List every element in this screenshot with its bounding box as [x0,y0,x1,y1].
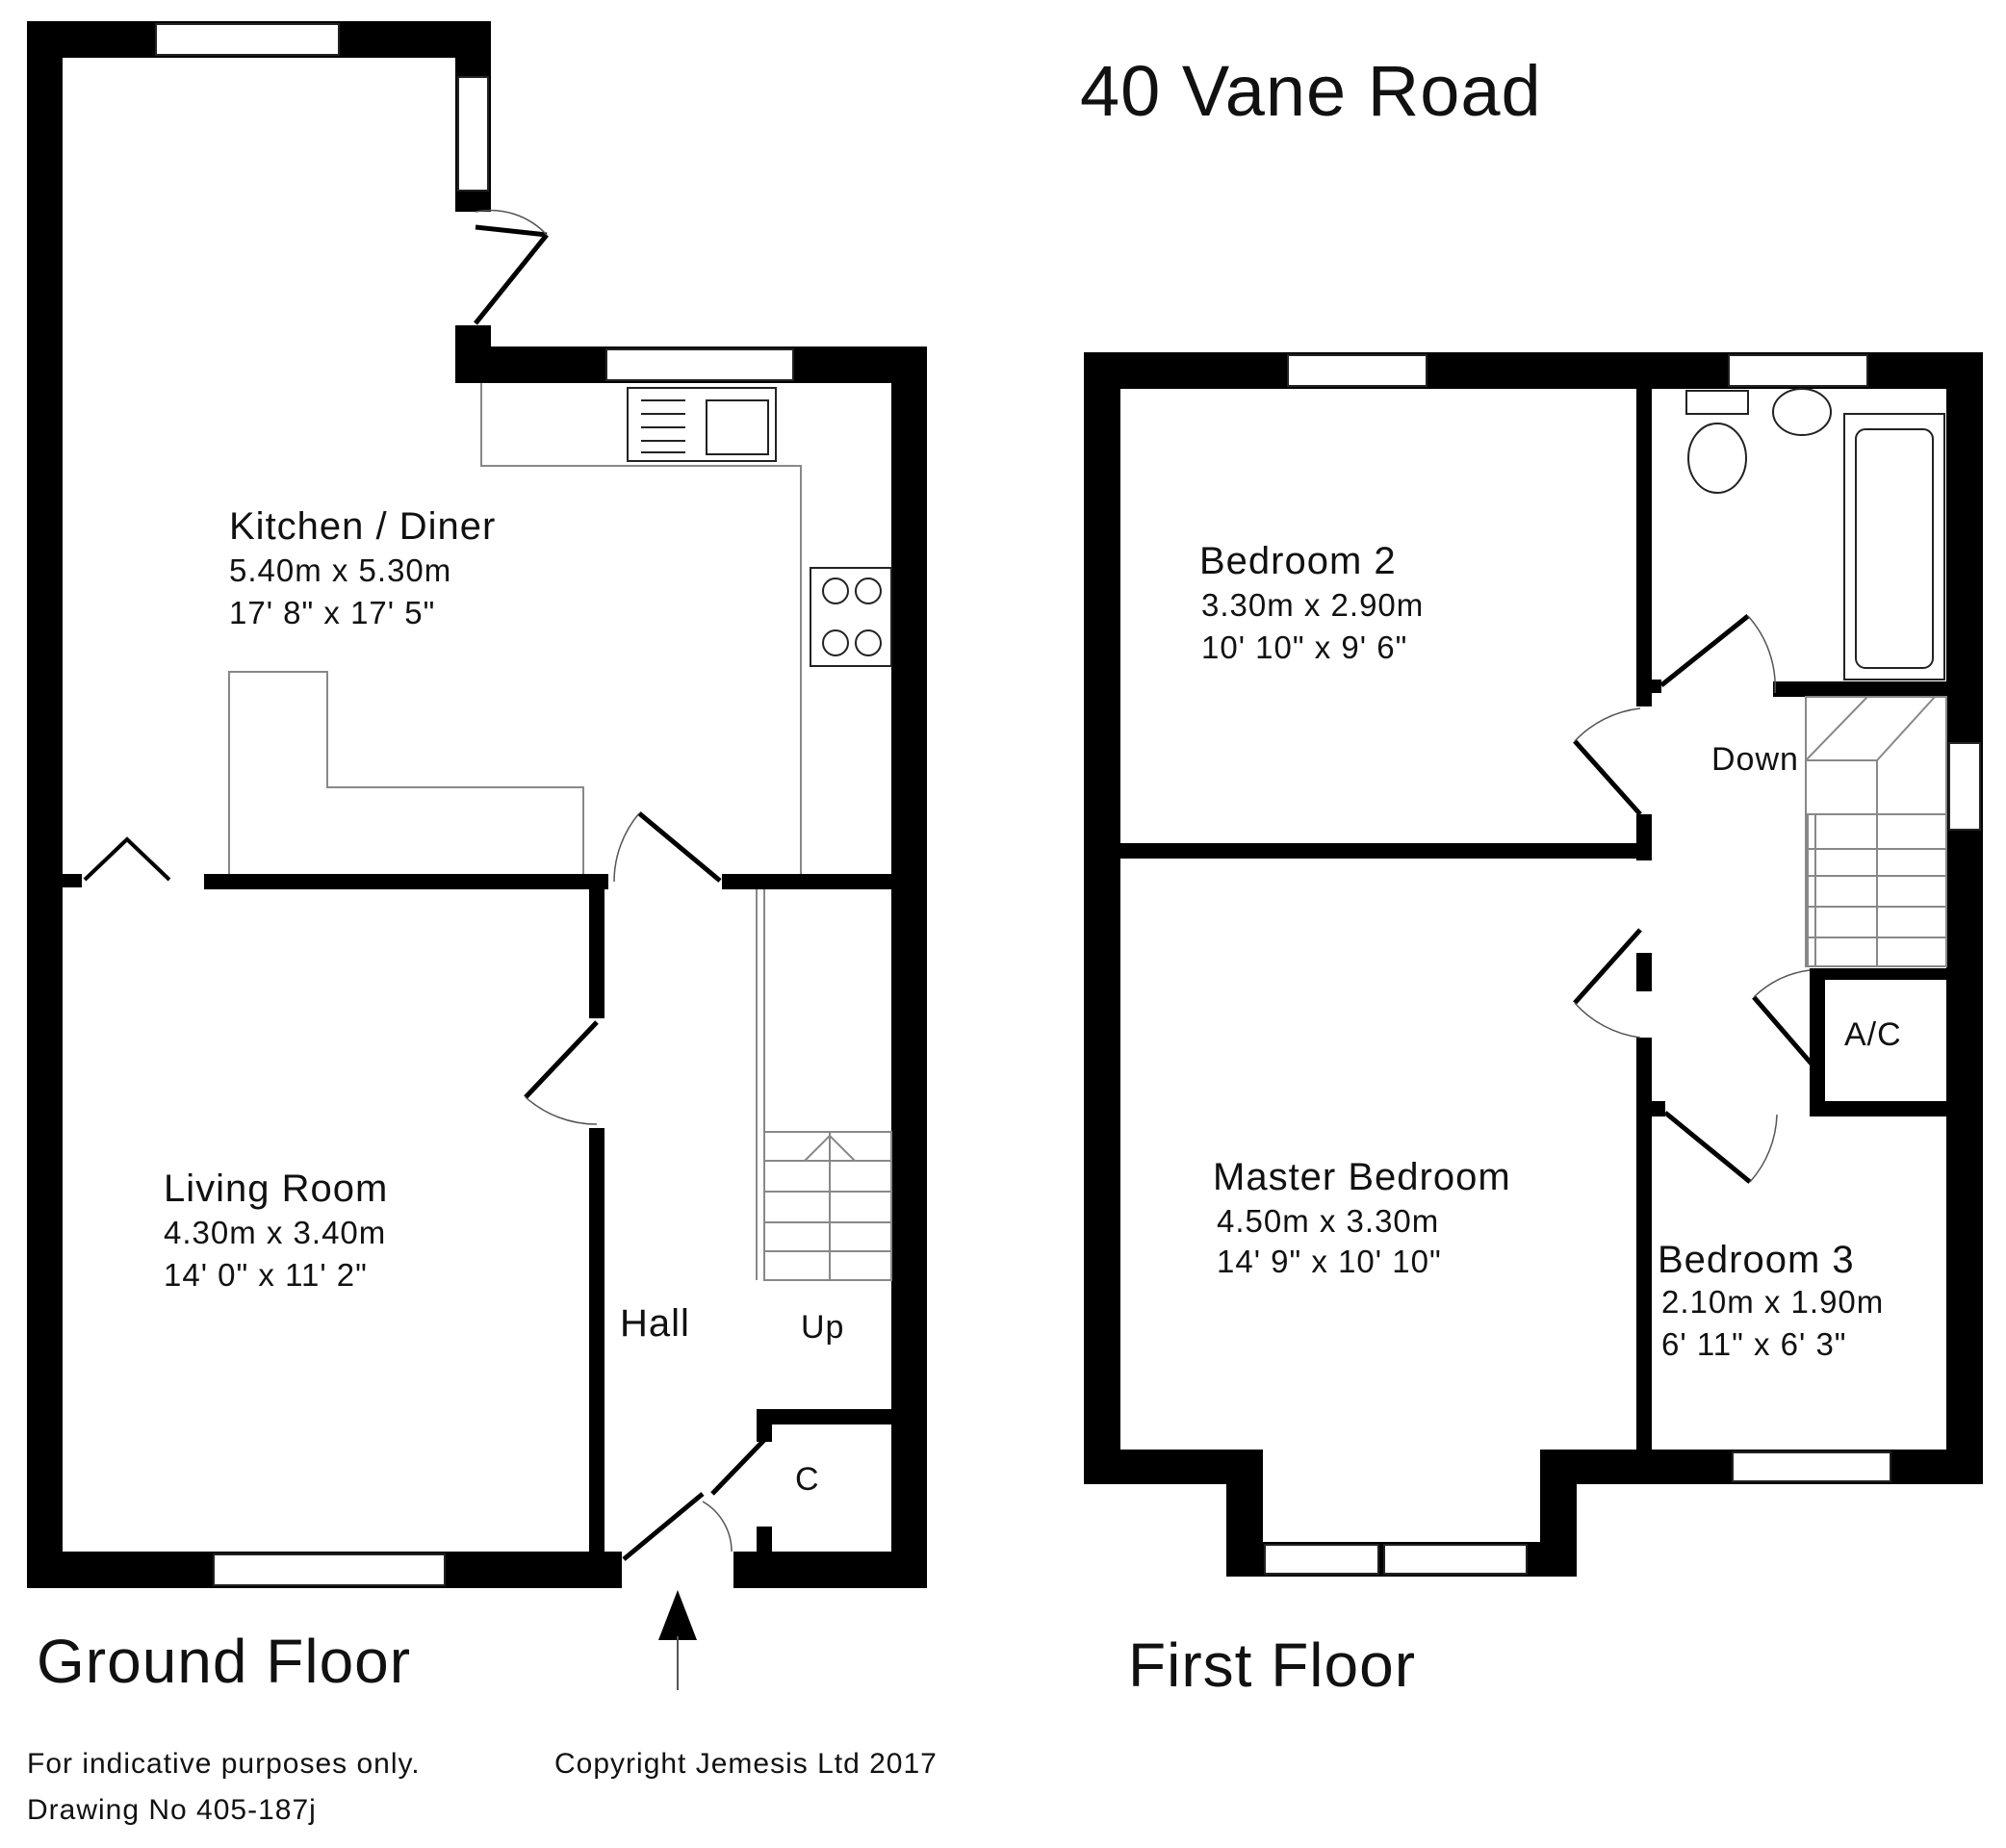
room-imperial-master-bedroom: 14' 9" x 10' 10" [1217,1244,1442,1279]
first-floor-label: First Floor [1128,1630,1416,1700]
cupboard-label: C [795,1461,820,1498]
room-name-hall: Hall [620,1302,690,1345]
airing-cupboard-label: A/C [1844,1016,1902,1053]
room-metric-bedroom-3: 2.10m x 1.90m [1661,1284,1884,1320]
stairs-up-label: Up [801,1309,844,1346]
entrance-arrow-icon [658,1590,697,1690]
room-imperial-bedroom-2: 10' 10" x 9' 6" [1201,629,1407,665]
ground-floor-plan [27,21,927,1690]
drawing-number: Drawing No 405-187j [27,1794,317,1826]
first-floor-windows [1264,354,1981,1575]
property-title: 40 Vane Road [1080,51,1542,131]
hob-icon [810,567,892,667]
room-imperial-bedroom-3: 6' 11" x 6' 3" [1661,1326,1847,1362]
room-metric-living: 4.30m x 3.40m [164,1215,386,1250]
room-imperial-living: 14' 0" x 11' 2" [164,1257,368,1293]
room-metric-bedroom-2: 3.30m x 2.90m [1201,587,1424,623]
disclaimer-text: For indicative purposes only. [27,1748,421,1780]
first-floor-plan [1084,352,1983,1577]
room-metric-kitchen: 5.40m x 5.30m [229,552,451,588]
room-name-bedroom-3: Bedroom 3 [1658,1239,1855,1281]
ground-floor-walls [27,21,927,1588]
room-name-kitchen: Kitchen / Diner [229,505,496,548]
room-imperial-kitchen: 17' 8" x 17' 5" [229,595,435,630]
toilet-icon [1685,390,1749,415]
room-name-bedroom-2: Bedroom 2 [1199,540,1397,582]
ground-floor-label: Ground Floor [37,1627,411,1696]
basin-icon [1772,388,1832,436]
kitchen-fixtures [228,383,892,874]
stairs-up [756,889,892,1281]
copyright-text: Copyright Jemesis Ltd 2017 [554,1748,938,1780]
bathroom-fixtures [1685,388,1945,680]
room-metric-master-bedroom: 4.50m x 3.30m [1217,1203,1439,1239]
ground-floor-windows [155,23,794,1586]
stairs-down [1805,696,1947,967]
stairs-down-label: Down [1711,741,1799,778]
room-name-master-bedroom: Master Bedroom [1213,1156,1511,1198]
room-name-living: Living Room [164,1168,388,1210]
ground-floor-doors [83,209,766,1561]
first-floor-doors [1573,614,1817,1184]
